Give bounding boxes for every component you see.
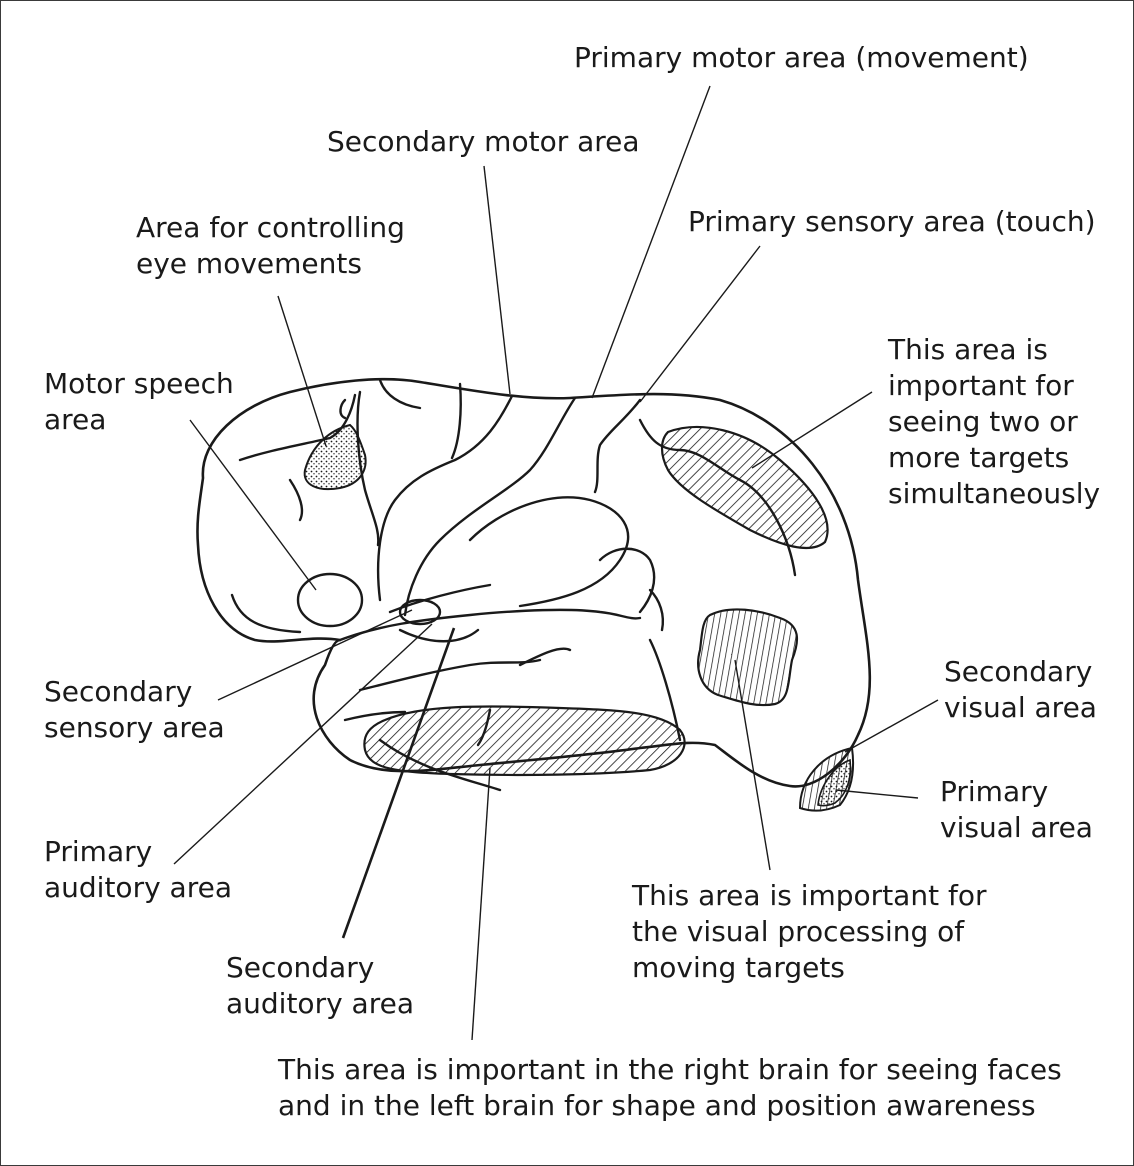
leader-two-targets <box>752 392 872 468</box>
label-secondary-visual: Secondary visual area <box>944 654 1097 726</box>
frontal-line-7 <box>232 595 300 632</box>
leader-secondary-auditory <box>343 628 454 938</box>
label-secondary-sensory: Secondary sensory area <box>44 674 225 746</box>
leader-secondary-motor <box>484 166 510 394</box>
leader-secondary-visual <box>845 700 938 752</box>
frontal-line-4 <box>290 480 302 520</box>
eye-movement-region <box>305 425 366 489</box>
label-secondary-motor: Secondary motor area <box>327 124 640 160</box>
leader-primary-visual <box>836 790 918 798</box>
frontal-line-5 <box>340 400 345 418</box>
label-primary-sensory: Primary sensory area (touch) <box>688 204 1096 240</box>
label-faces: This area is important in the right brai… <box>278 1052 1062 1124</box>
angular-curve <box>600 549 654 612</box>
label-primary-auditory: Primary auditory area <box>44 834 232 906</box>
label-two-targets: This area is important for seeing two or… <box>888 332 1100 512</box>
leader-primary-sensory <box>640 246 760 402</box>
leader-eye-movements <box>278 296 326 446</box>
frontal-line-1 <box>452 384 461 458</box>
label-primary-motor: Primary motor area (movement) <box>574 40 1029 76</box>
lateral-fissure <box>340 610 640 640</box>
temporal-middle <box>360 660 540 690</box>
leader-faces <box>472 768 490 1040</box>
label-moving-targets: This area is important for the visual pr… <box>632 878 986 986</box>
frontal-line-6 <box>380 380 420 408</box>
two-targets-region <box>662 427 828 548</box>
moving-targets-region <box>698 609 797 705</box>
motor-speech-region <box>298 574 362 626</box>
label-motor-speech: Motor speech area <box>44 366 234 438</box>
temporal-middle-2 <box>520 649 570 665</box>
parietal-curve <box>595 400 640 492</box>
label-eye-movements: Area for controlling eye movements <box>136 210 405 282</box>
label-primary-visual: Primary visual area <box>940 774 1093 846</box>
sylvian-loop <box>470 497 628 606</box>
label-secondary-auditory: Secondary auditory area <box>226 950 414 1022</box>
primary-auditory-curve <box>400 630 478 641</box>
temporal-branch-2 <box>650 590 663 630</box>
